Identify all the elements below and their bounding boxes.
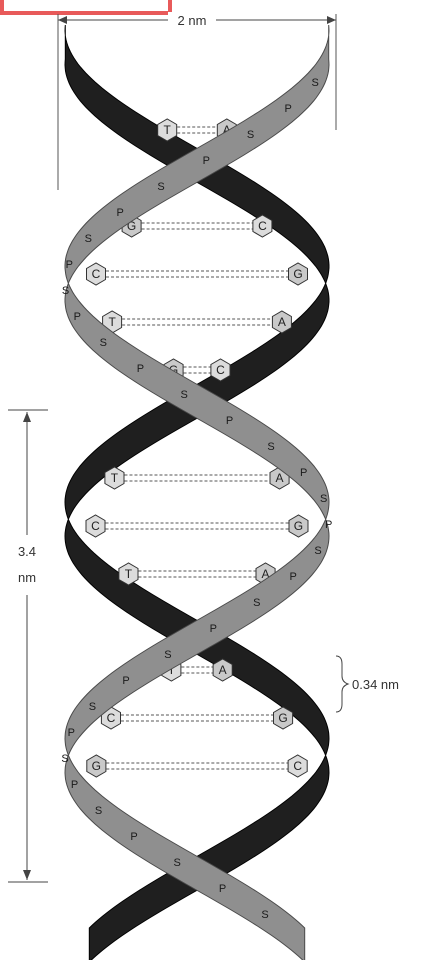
phosphate-label: P [66,259,73,271]
phosphate-label: P [219,883,226,895]
phosphate-label: P [285,103,292,115]
sugar-label: S [157,181,164,193]
sugar-label: S [164,649,171,661]
phosphate-label: P [117,207,124,219]
phosphate-label: P [122,675,129,687]
phosphate-label: P [130,831,137,843]
corner-stamp [0,0,172,15]
phosphate-label: P [68,727,75,739]
base-right-letter: G [278,711,287,725]
pitch-unit-label: nm [18,570,36,585]
base-left-letter: T [125,567,133,581]
sugar-label: S [181,389,188,401]
sugar-label: S [61,753,68,765]
sugar-label: S [253,597,260,609]
phosphate-label: P [203,155,210,167]
sugar-label: S [312,77,319,89]
sugar-label: S [261,909,268,921]
sugar-label: S [95,805,102,817]
phosphate-label: P [226,415,233,427]
phosphate-label: P [71,779,78,791]
sugar-label: S [89,701,96,713]
phosphate-label: P [74,311,81,323]
base-left-letter: T [111,471,119,485]
pitch-value-label: 3.4 [18,544,36,559]
sugar-label: S [267,441,274,453]
base-right-letter: C [293,759,302,773]
sugar-label: S [100,337,107,349]
sugar-label: S [62,285,69,297]
base-right-letter: A [278,315,286,329]
sugar-label: S [247,129,254,141]
base-right-letter: C [258,219,267,233]
phosphate-label: P [300,467,307,479]
base-left-letter: T [164,123,172,137]
sugar-label: S [314,545,321,557]
base-left-letter: C [107,711,116,725]
base-right-letter: A [276,471,284,485]
base-left-letter: G [92,759,101,773]
base-right-letter: G [294,519,303,533]
phosphate-label: P [290,571,297,583]
base-left-letter: T [108,315,116,329]
base-left-letter: C [91,519,100,533]
sugar-label: S [320,493,327,505]
base-right-letter: C [216,363,225,377]
diameter-label: 2 nm [178,13,207,28]
rise-label: 0.34 nm [352,677,399,692]
sugar-label: S [174,857,181,869]
phosphate-label: P [137,363,144,375]
phosphate-label: P [210,623,217,635]
base-right-letter: G [293,267,302,281]
base-right-letter: A [219,663,227,677]
base-left-letter: C [92,267,101,281]
sugar-label: S [85,233,92,245]
phosphate-label: P [325,519,332,531]
